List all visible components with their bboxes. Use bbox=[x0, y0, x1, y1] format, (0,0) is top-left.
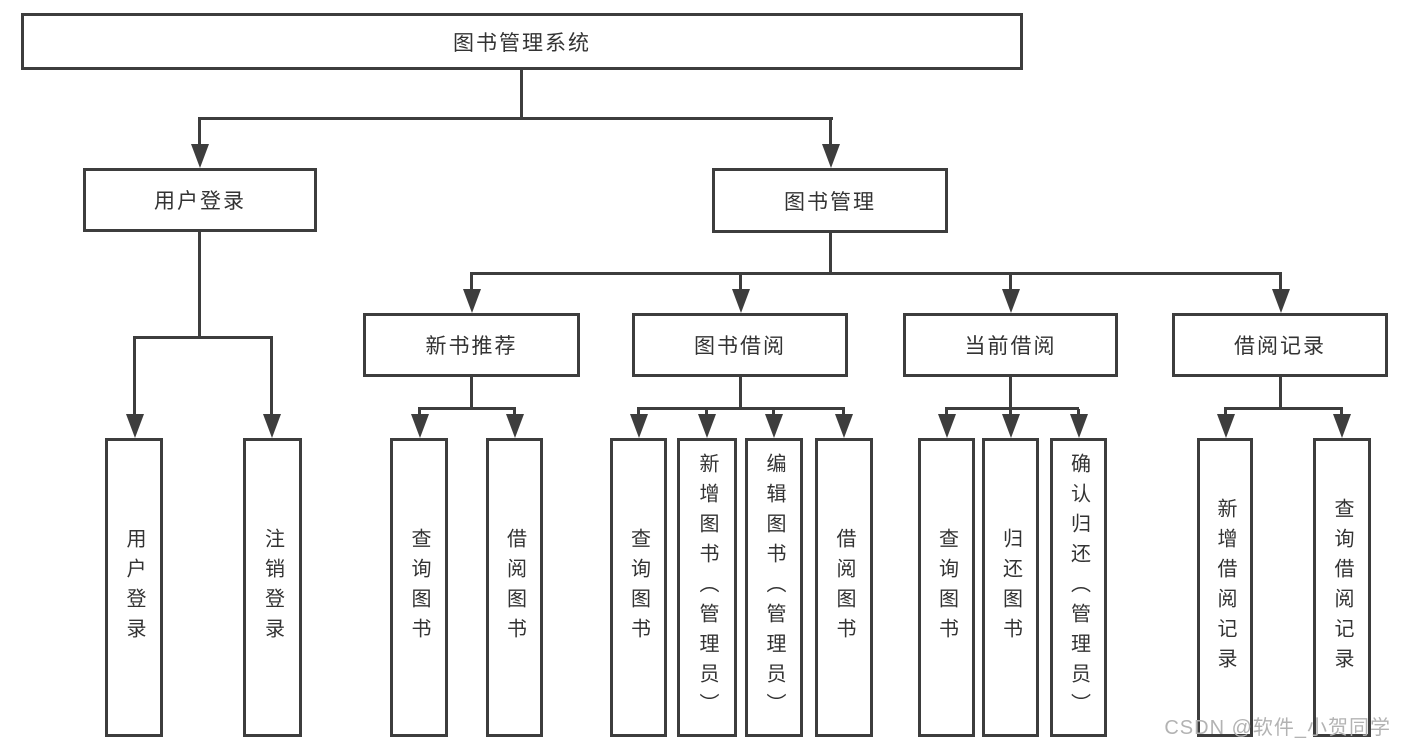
node-user-login: 用户登录 bbox=[83, 168, 317, 232]
node-leaf-query-borrow-record: 查询借阅记录 bbox=[1313, 438, 1371, 737]
connector-to-query-current bbox=[945, 409, 948, 417]
arrowhead-leaf-logout bbox=[263, 414, 281, 438]
connector-new-book-stem bbox=[470, 377, 473, 409]
arrowhead-query-borrow bbox=[630, 414, 648, 438]
node-leaf-query-books-current: 查询图书 bbox=[918, 438, 975, 737]
connector-user-login-rail bbox=[133, 336, 273, 339]
connector-current-borrow-rail bbox=[945, 407, 1079, 410]
connector-current-borrow-stem bbox=[1009, 377, 1012, 409]
node-leaf-user-login: 用户登录 bbox=[105, 438, 163, 737]
connector-to-query-recommend bbox=[418, 409, 421, 417]
connector-new-book-rail bbox=[418, 407, 516, 410]
arrowhead-user-login bbox=[191, 144, 209, 168]
arrowhead-borrow-recommend bbox=[506, 414, 524, 438]
arrowhead-query-current bbox=[938, 414, 956, 438]
connector-to-new-book bbox=[470, 274, 473, 289]
connector-root-stem bbox=[520, 69, 523, 119]
arrowhead-borrow-books bbox=[835, 414, 853, 438]
connector-borrow-records-rail bbox=[1224, 407, 1343, 410]
arrowhead-book-borrow bbox=[732, 289, 750, 313]
arrowhead-add-record bbox=[1217, 414, 1235, 438]
connector-to-return-books bbox=[1009, 409, 1012, 417]
node-leaf-borrow-books: 借阅图书 bbox=[815, 438, 873, 737]
connector-root-to-user-login bbox=[198, 119, 201, 146]
node-leaf-confirm-return-admin: 确认归还（管理员） bbox=[1050, 438, 1107, 737]
connector-to-confirm-return bbox=[1077, 409, 1080, 417]
connector-to-book-borrow bbox=[739, 274, 742, 289]
node-book-borrowing: 图书借阅 bbox=[632, 313, 848, 377]
connector-to-leaf-user-login bbox=[133, 338, 136, 416]
arrowhead-book-mgmt bbox=[822, 144, 840, 168]
node-borrowing-records: 借阅记录 bbox=[1172, 313, 1388, 377]
connector-book-borrow-stem bbox=[739, 377, 742, 409]
node-leaf-add-books-admin: 新增图书（管理员） bbox=[677, 438, 737, 737]
node-leaf-edit-books-admin: 编辑图书（管理员） bbox=[745, 438, 803, 737]
node-leaf-logout: 注销登录 bbox=[243, 438, 302, 737]
connector-to-edit-books bbox=[772, 409, 775, 417]
arrowhead-edit-books bbox=[765, 414, 783, 438]
connector-to-borrow-books bbox=[842, 409, 845, 417]
node-leaf-query-books-recommend: 查询图书 bbox=[390, 438, 448, 737]
connector-to-borrow-records bbox=[1279, 274, 1282, 289]
connector-book-mgmt-rail bbox=[470, 272, 1282, 275]
connector-to-borrow-recommend bbox=[513, 409, 516, 417]
connector-to-add-books bbox=[705, 409, 708, 417]
connector-book-mgmt-stem bbox=[829, 232, 832, 274]
csdn-watermark: CSDN @软件_小贺同学 bbox=[1164, 717, 1391, 739]
connector-to-query-record bbox=[1340, 409, 1343, 417]
arrowhead-leaf-user-login bbox=[126, 414, 144, 438]
arrowhead-query-recommend bbox=[411, 414, 429, 438]
connector-root-to-book-mgmt bbox=[829, 119, 832, 146]
connector-user-login-stem bbox=[198, 232, 201, 338]
connector-to-query-borrow bbox=[637, 409, 640, 417]
node-leaf-borrow-books-recommend: 借阅图书 bbox=[486, 438, 543, 737]
connector-borrow-records-stem bbox=[1279, 377, 1282, 409]
node-leaf-return-books: 归还图书 bbox=[982, 438, 1039, 737]
arrowhead-add-books bbox=[698, 414, 716, 438]
node-leaf-query-books-borrow: 查询图书 bbox=[610, 438, 667, 737]
node-book-management: 图书管理 bbox=[712, 168, 948, 233]
arrowhead-confirm-return bbox=[1070, 414, 1088, 438]
node-leaf-add-borrow-record: 新增借阅记录 bbox=[1197, 438, 1253, 737]
connector-to-add-record bbox=[1224, 409, 1227, 417]
arrowhead-query-record bbox=[1333, 414, 1351, 438]
node-library-system: 图书管理系统 bbox=[21, 13, 1023, 70]
connector-book-borrow-rail bbox=[637, 407, 845, 410]
connector-root-rail bbox=[198, 117, 833, 120]
arrowhead-return-books bbox=[1002, 414, 1020, 438]
arrowhead-new-book bbox=[463, 289, 481, 313]
node-new-book-recommend: 新书推荐 bbox=[363, 313, 580, 377]
connector-to-current-borrow bbox=[1009, 274, 1012, 289]
node-current-borrowing: 当前借阅 bbox=[903, 313, 1118, 377]
arrowhead-borrow-records bbox=[1272, 289, 1290, 313]
connector-to-leaf-logout bbox=[270, 338, 273, 416]
arrowhead-current-borrow bbox=[1002, 289, 1020, 313]
